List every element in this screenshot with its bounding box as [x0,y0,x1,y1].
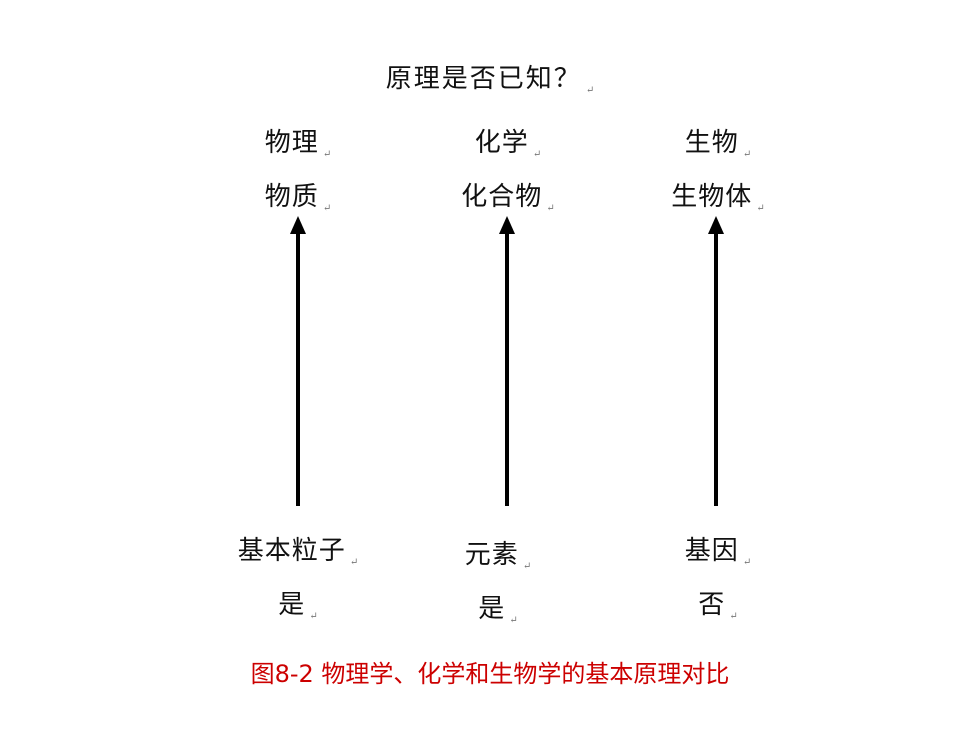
paragraph-mark-icon: ↵ [322,149,332,160]
chemistry-bottom-line-1: 元素↵ [464,540,532,572]
physics-top-line-2: 物质↵ [264,182,332,214]
diagram-title: 原理是否已知？↵ [0,58,980,96]
paragraph-mark-icon: ↵ [532,149,542,160]
chemistry-up-arrow-icon [499,216,515,506]
physics-up-arrow-icon [290,216,306,506]
biology-bottom-line-1: 基因↵ [684,536,752,568]
paragraph-mark-icon: ↵ [546,203,555,214]
paragraph-mark-icon: ↵ [742,149,752,160]
biology-bottom-label: 基因↵ 否↵ [618,530,818,638]
figure-caption: 图8-2 物理学、化学和生物学的基本原理对比 [250,660,730,688]
paragraph-mark-icon: ↵ [322,203,332,214]
paragraph-mark-icon: ↵ [309,611,318,622]
paragraph-mark-icon: ↵ [509,615,518,626]
physics-bottom-line-1: 基本粒子↵ [237,536,359,568]
paragraph-mark-icon: ↵ [349,557,359,568]
biology-bottom-line-2: 否↵ [698,590,738,622]
physics-top-label: 物理↵ 物质↵ [198,122,398,230]
paragraph-mark-icon: ↵ [585,85,595,96]
physics-bottom-line-2: 是↵ [278,590,318,622]
chemistry-top-label: 化学↵ 化合物↵ [408,122,608,230]
chemistry-top-line-2: 化合物↵ [461,182,555,214]
paragraph-mark-icon: ↵ [756,203,765,214]
chemistry-bottom-line-2: 是↵ [478,594,518,626]
paragraph-mark-icon: ↵ [729,611,738,622]
biology-top-label: 生物↵ 生物体↵ [618,122,818,230]
physics-top-line-1: 物理↵ [264,128,332,160]
chemistry-top-line-1: 化学↵ [474,128,542,160]
biology-up-arrow-icon [708,216,724,506]
paragraph-mark-icon: ↵ [742,557,752,568]
paragraph-mark-icon: ↵ [522,561,532,572]
diagram-title-text: 原理是否已知？ [385,64,582,94]
biology-top-line-1: 生物↵ [684,128,752,160]
biology-top-line-2: 生物体↵ [671,182,765,214]
physics-bottom-label: 基本粒子↵ 是↵ [198,530,398,638]
chemistry-bottom-label: 元素↵ 是↵ [398,534,598,642]
